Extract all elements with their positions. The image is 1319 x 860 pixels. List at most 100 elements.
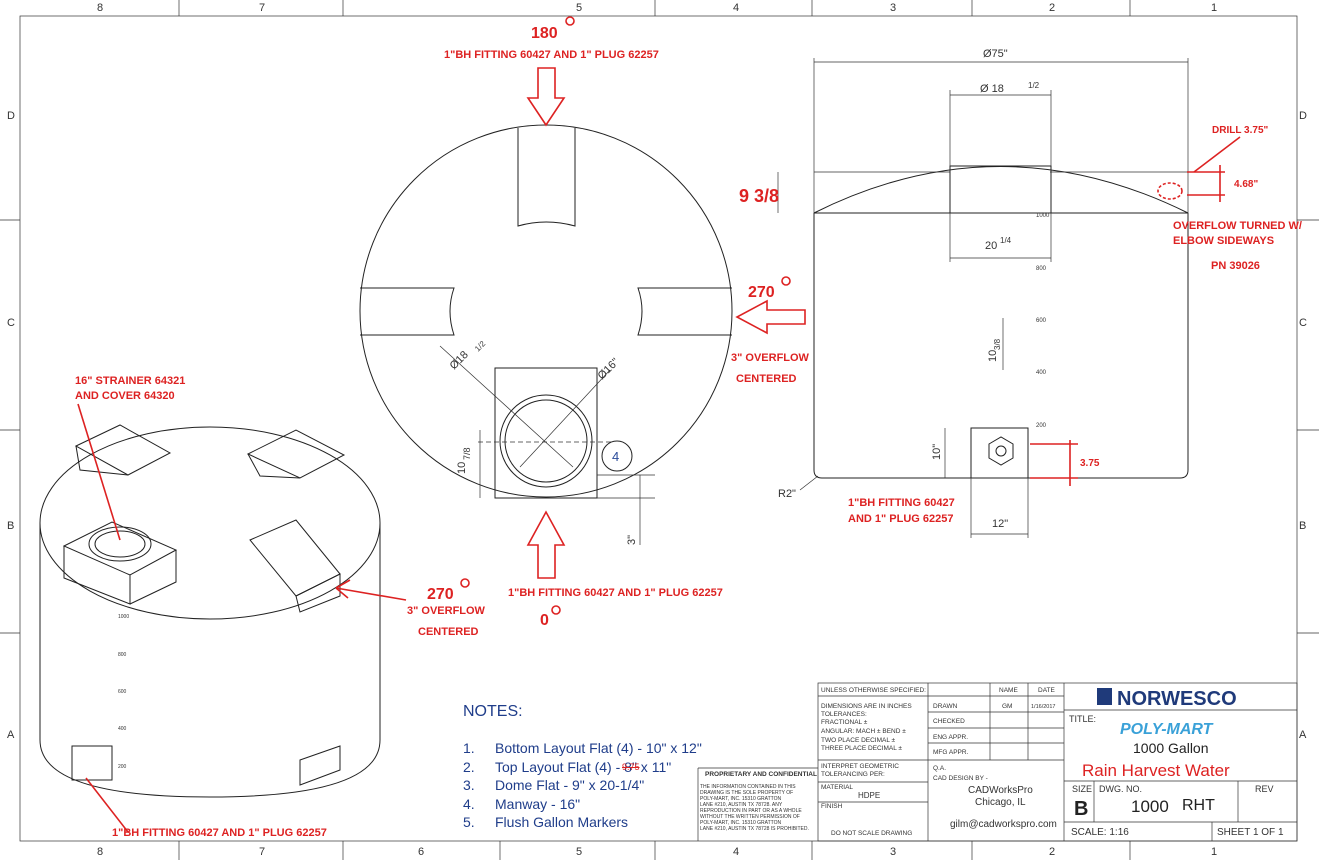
- marker-200: 200: [1036, 423, 1047, 429]
- plan-left-flat: [360, 287, 455, 336]
- norwesco-logo-icon: [1097, 688, 1112, 705]
- tb-prop-title: PROPRIETARY AND CONFIDENTIAL: [705, 771, 817, 778]
- iso-angle-270: 270: [427, 586, 454, 603]
- top-arrow-icon: [526, 67, 566, 127]
- tb-tol-3: ANGULAR: MACH ± BEND ±: [821, 728, 906, 735]
- side-callouts: 9 3/8 DRILL 3.75" 4.68" OVERFLOW TURNED …: [739, 125, 1302, 525]
- plan-dim-10: 10: [456, 462, 468, 474]
- note-number: 2.: [463, 758, 475, 775]
- tb-drawn-name: GM: [1002, 703, 1012, 710]
- side-view: Ø75" Ø 18 1/2 20 1/4 1000 800 600 400 20…: [777, 48, 1189, 538]
- dim-dia-18: Ø 18: [980, 83, 1004, 95]
- bottom-arrow-icon: [526, 510, 566, 579]
- iso-fitting-label: 1"BH FITTING 60427 AND 1" PLUG 62257: [112, 827, 327, 839]
- iso-marker-1000: 1000: [118, 614, 129, 620]
- row-label-d-right: D: [1299, 110, 1307, 122]
- plan-dia-18-frac: 1/2: [473, 339, 488, 354]
- tb-cad-by: CAD DESIGN BY -: [933, 775, 988, 782]
- note-item: 1.Bottom Layout Flat (4) - 10" x 12": [463, 739, 702, 758]
- iso-centered-label: CENTERED: [418, 626, 479, 638]
- tb-prop-6: POLY-MART, INC. 15310 GRATTON: [700, 820, 782, 826]
- tb-prop-4: REPRODUCTION IN PART OR AS A WHOLE: [700, 808, 802, 814]
- marker-400: 400: [1036, 370, 1047, 376]
- tb-dwg-label: DWG. NO.: [1099, 784, 1142, 794]
- row-label-a-right: A: [1299, 729, 1307, 741]
- tb-checked: CHECKED: [933, 718, 965, 725]
- tb-drawn-date: 1/16/2017: [1031, 704, 1055, 710]
- tb-cad-city: Chicago, IL: [975, 797, 1026, 808]
- iso-fitting-leader: [85, 777, 129, 833]
- tb-no-scale: DO NOT SCALE DRAWING: [831, 830, 912, 837]
- dim-width-20-frac: 1/4: [1000, 236, 1012, 245]
- iso-marker-400: 400: [118, 726, 127, 732]
- iso-cylinder: [39, 523, 381, 798]
- tb-size: B: [1074, 798, 1088, 820]
- sheet-border: [19, 15, 1298, 842]
- iso-flat-ne: [246, 429, 346, 479]
- col-label-6-bottom: 6: [418, 846, 424, 858]
- plan-manway-outer: [499, 394, 593, 488]
- row-label-b-right: B: [1299, 520, 1306, 532]
- angle-270: 270: [748, 284, 775, 301]
- marker-600: 600: [1036, 318, 1047, 324]
- col-label-2: 2: [1049, 2, 1055, 14]
- note-text: Dome Flat - 9" x 20-1/4": [495, 777, 645, 793]
- note-number: 5.: [463, 814, 475, 830]
- tb-date-hdr: DATE: [1038, 687, 1056, 694]
- plan-manway-flat: [494, 367, 598, 499]
- title-block: UNLESS OTHERWISE SPECIFIED: NAME DATE DI…: [697, 682, 1298, 842]
- dim-dia-18-frac: 1/2: [1028, 81, 1040, 90]
- iso-top-ellipse: [39, 426, 381, 620]
- angle-0: 0: [540, 612, 549, 629]
- col-label-2-bottom: 2: [1049, 846, 1055, 858]
- tb-prop-2: POLY-MART, INC. 15310 GRATTON: [700, 796, 782, 802]
- tb-tol-2: FRACTIONAL ±: [821, 719, 868, 726]
- note-item: 5.Flush Gallon Markers: [463, 813, 702, 832]
- notes-block: NOTES: 1.Bottom Layout Flat (4) - 10" x …: [463, 703, 702, 832]
- iso-bottom-flat-right: [299, 745, 341, 786]
- row-label-a: A: [7, 729, 15, 741]
- iso-flat-nw: [74, 424, 172, 476]
- col-label-8: 8: [97, 2, 103, 14]
- overflow-turned-line1: OVERFLOW TURNED W/: [1173, 220, 1302, 232]
- col-label-1-bottom: 1: [1211, 846, 1217, 858]
- tb-tol-4: TWO PLACE DECIMAL ±: [821, 737, 896, 744]
- dome-flat: [949, 165, 1052, 214]
- hex-fitting-icon: [988, 436, 1014, 466]
- overflow-turned-line2: ELBOW SIDEWAYS: [1173, 235, 1274, 247]
- tb-gallon: 1000 Gallon: [1133, 740, 1209, 756]
- tb-qa: Q.A.: [933, 765, 946, 772]
- plan-dim-3: 3": [626, 535, 638, 545]
- tb-finish: FINISH: [821, 803, 843, 810]
- right-centered-label: CENTERED: [736, 373, 797, 385]
- pn-label: PN 39026: [1211, 260, 1260, 272]
- tb-size-label: SIZE: [1072, 784, 1092, 794]
- dome-height-label: 9 3/8: [739, 186, 779, 206]
- col-label-7-bottom: 7: [259, 846, 265, 858]
- tb-dwg-no: 1000: [1131, 797, 1169, 816]
- tb-polymart: POLY-MART: [1120, 721, 1214, 738]
- row-label-c-right: C: [1299, 317, 1307, 329]
- tb-eng-appr: ENG APPR.: [933, 734, 968, 741]
- balloon-4: [601, 440, 633, 472]
- iso-manway-outer: [88, 526, 152, 562]
- dim-width-20: 20: [985, 240, 997, 252]
- plan-view: 4 10 7/8 3" Ø18 1/2 Ø16": [359, 124, 733, 545]
- right-arrow-icon: [735, 299, 806, 335]
- strainer-leader: [77, 403, 121, 541]
- tb-material: HDPE: [858, 791, 880, 800]
- col-label-7: 7: [259, 2, 265, 14]
- tb-tol-5: THREE PLACE DECIMAL ±: [821, 745, 902, 752]
- iso-degree-icon: [460, 578, 470, 588]
- marker-1000: 1000: [1036, 213, 1050, 219]
- drill-label: DRILL 3.75": [1212, 125, 1268, 136]
- iso-overflow-leader: [335, 587, 407, 601]
- col-label-4-bottom: 4: [733, 846, 739, 858]
- dim-radius: R2": [778, 488, 796, 500]
- iso-callouts: 16" STRAINER 64321 AND COVER 64320 270 3…: [75, 375, 486, 839]
- plan-dim-10-frac: 7/8: [462, 447, 472, 460]
- row-label-d: D: [7, 110, 15, 122]
- dim-dia-75: Ø75": [983, 48, 1008, 60]
